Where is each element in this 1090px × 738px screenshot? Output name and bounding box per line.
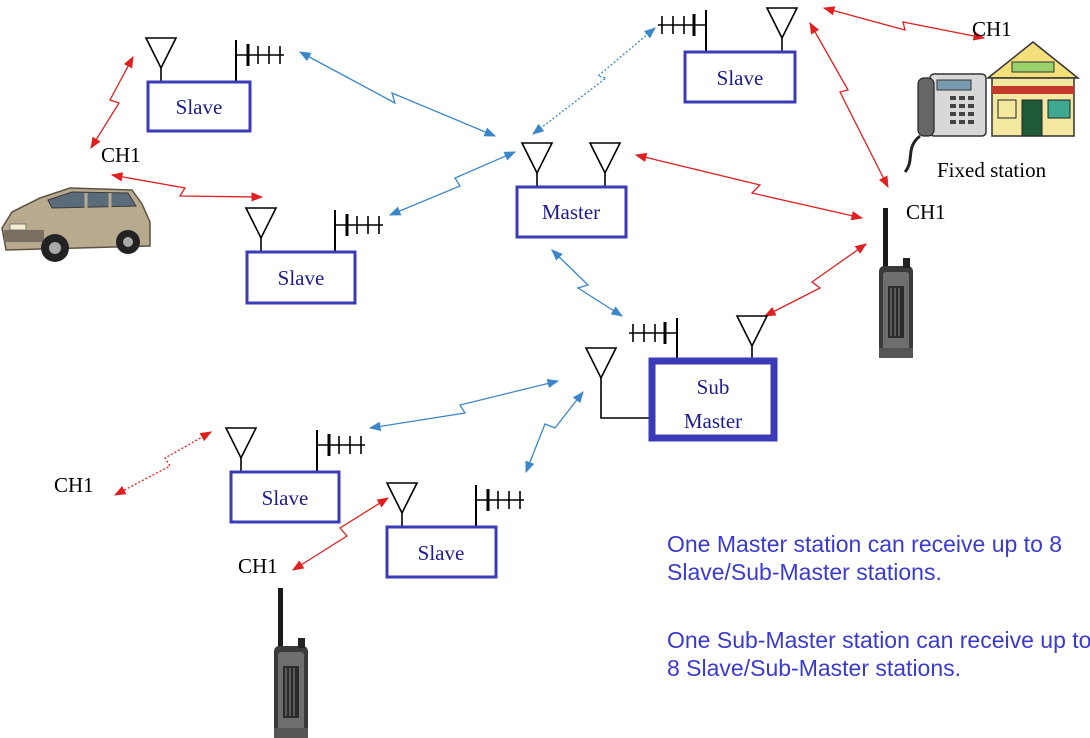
whip-antenna-icon <box>589 142 621 188</box>
slave-bottom-mid-station: Slave <box>385 482 526 579</box>
yagi-antenna-icon <box>333 208 385 254</box>
master-label: Master <box>542 200 600 224</box>
link-master-slave-mid-left <box>388 151 517 216</box>
slave-bottom-left-station: Slave <box>225 427 367 524</box>
whip-antenna-icon <box>736 315 768 361</box>
sub-master-label-line1: Sub <box>697 375 730 399</box>
link-master-submaster <box>551 249 623 317</box>
whip-antenna-icon <box>386 482 418 528</box>
handheld-radio-icon <box>878 207 914 359</box>
yagi-antenna-icon <box>474 483 526 529</box>
fixed-station-label: Fixed station <box>937 158 1047 182</box>
slave-top-right-station: Slave <box>656 7 798 104</box>
link-ch1-bottom-handheld <box>292 497 389 571</box>
slave-top-left-station: Slave <box>145 37 286 133</box>
ch1-label-top-right: CH1 <box>972 17 1012 41</box>
yagi-antenna-icon <box>234 38 286 84</box>
link-ch1-car <box>110 172 264 202</box>
slave-mid-left-box <box>245 250 357 305</box>
ch1-label-car: CH1 <box>101 143 141 167</box>
slave-mid-left-label: Slave <box>278 266 325 290</box>
master-box <box>515 185 628 239</box>
slave-top-right-label: Slave <box>717 66 764 90</box>
handheld-radio-icon <box>273 587 309 738</box>
slave-top-left-label: Slave <box>176 95 223 119</box>
master-station: Master <box>515 142 628 239</box>
link-ch1-right-handheld <box>809 21 889 189</box>
sub-master-station: Sub Master <box>585 315 778 442</box>
link-submaster-handheld <box>763 243 867 317</box>
slave-mid-left-station: Slave <box>245 207 385 305</box>
slave-top-left-box <box>146 80 252 133</box>
link-ch1-fixed-station <box>822 6 986 41</box>
radio-links <box>90 6 986 571</box>
slave-bottom-left-label: Slave <box>262 486 309 510</box>
ch1-label-bottom-far-left: CH1 <box>54 473 94 497</box>
slave-bottom-left-box <box>229 470 341 524</box>
whip-antenna-icon <box>245 207 277 253</box>
link-master-slave-top-left <box>298 51 497 137</box>
yagi-antenna-icon <box>315 428 367 474</box>
car-icon <box>1 187 151 262</box>
whip-antenna-icon <box>766 7 798 53</box>
slave-bottom-mid-box <box>385 525 498 579</box>
sub-master-box <box>648 357 778 442</box>
whip-antenna-icon <box>145 37 177 83</box>
link-submaster-slave-bottom-left <box>368 378 560 431</box>
link-master-handheld <box>634 152 864 221</box>
master-capacity-note: One Master station can receive up to 8 S… <box>667 531 1063 585</box>
ch1-label-right-handheld: CH1 <box>906 200 946 224</box>
ch1-label-bottom-handheld: CH1 <box>238 554 278 578</box>
link-ch1-top-left <box>90 55 134 149</box>
slave-top-right-box <box>683 50 797 104</box>
yagi-antenna-icon <box>627 316 679 362</box>
whip-antenna-icon <box>225 427 257 473</box>
link-master-slave-top-right <box>532 27 656 135</box>
telephone-icon <box>903 73 987 173</box>
submaster-capacity-note: One Sub-Master station can receive up to… <box>667 627 1090 681</box>
link-ch1-bottom-left <box>113 431 213 496</box>
yagi-antenna-icon <box>656 8 708 54</box>
slave-bottom-mid-label: Slave <box>418 541 465 565</box>
whip-antenna-icon <box>585 347 617 393</box>
link-submaster-slave-bottom-mid <box>525 391 584 474</box>
house-icon <box>985 41 1081 137</box>
sub-master-label-line2: Master <box>684 409 742 433</box>
whip-antenna-icon <box>521 142 553 188</box>
